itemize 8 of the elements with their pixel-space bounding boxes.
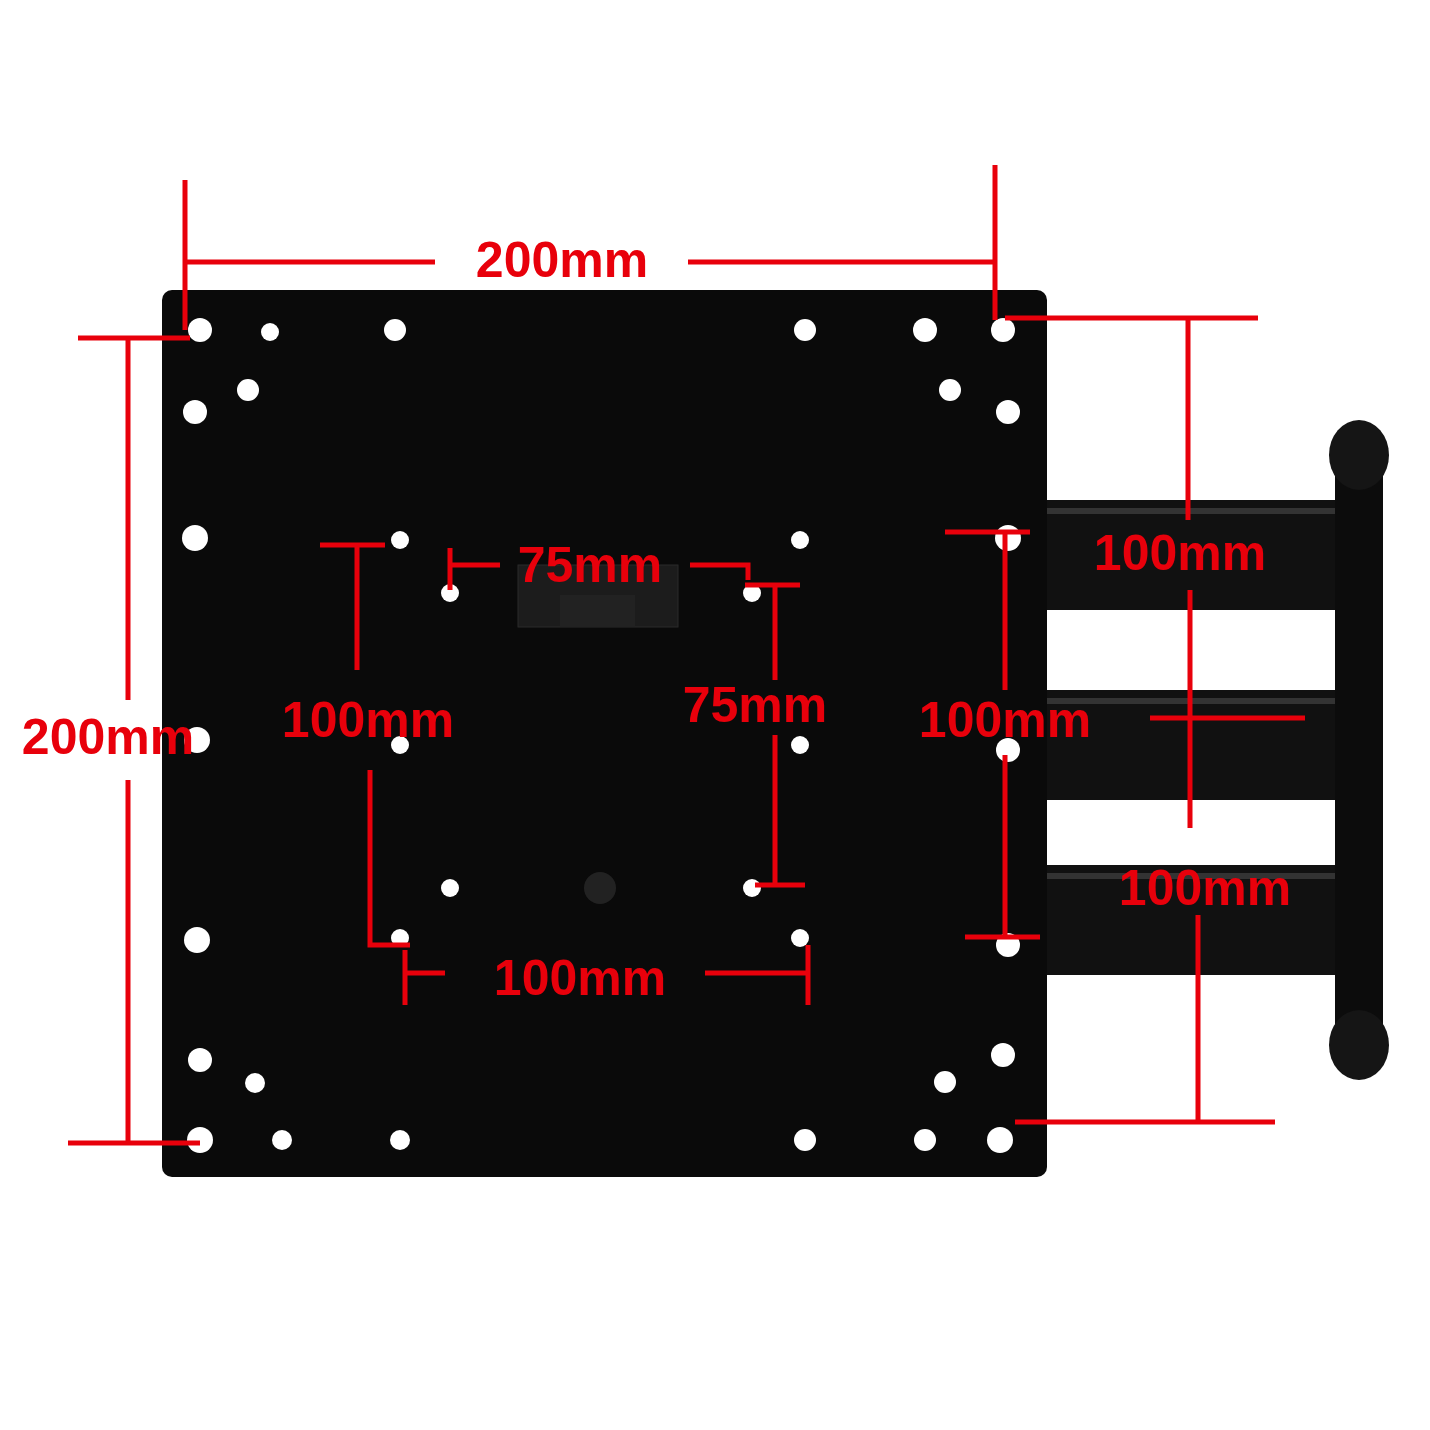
dimension-label: 75mm <box>682 680 828 730</box>
dimension-label: 100mm <box>918 695 1092 745</box>
dimension-label: 100mm <box>1093 528 1267 578</box>
dimension-label: 100mm <box>1118 863 1292 913</box>
dimension-label: 75mm <box>517 540 663 590</box>
dimension-label: 100mm <box>281 695 455 745</box>
dimension-label: 100mm <box>493 953 667 1003</box>
dimension-label: 200mm <box>475 235 649 285</box>
